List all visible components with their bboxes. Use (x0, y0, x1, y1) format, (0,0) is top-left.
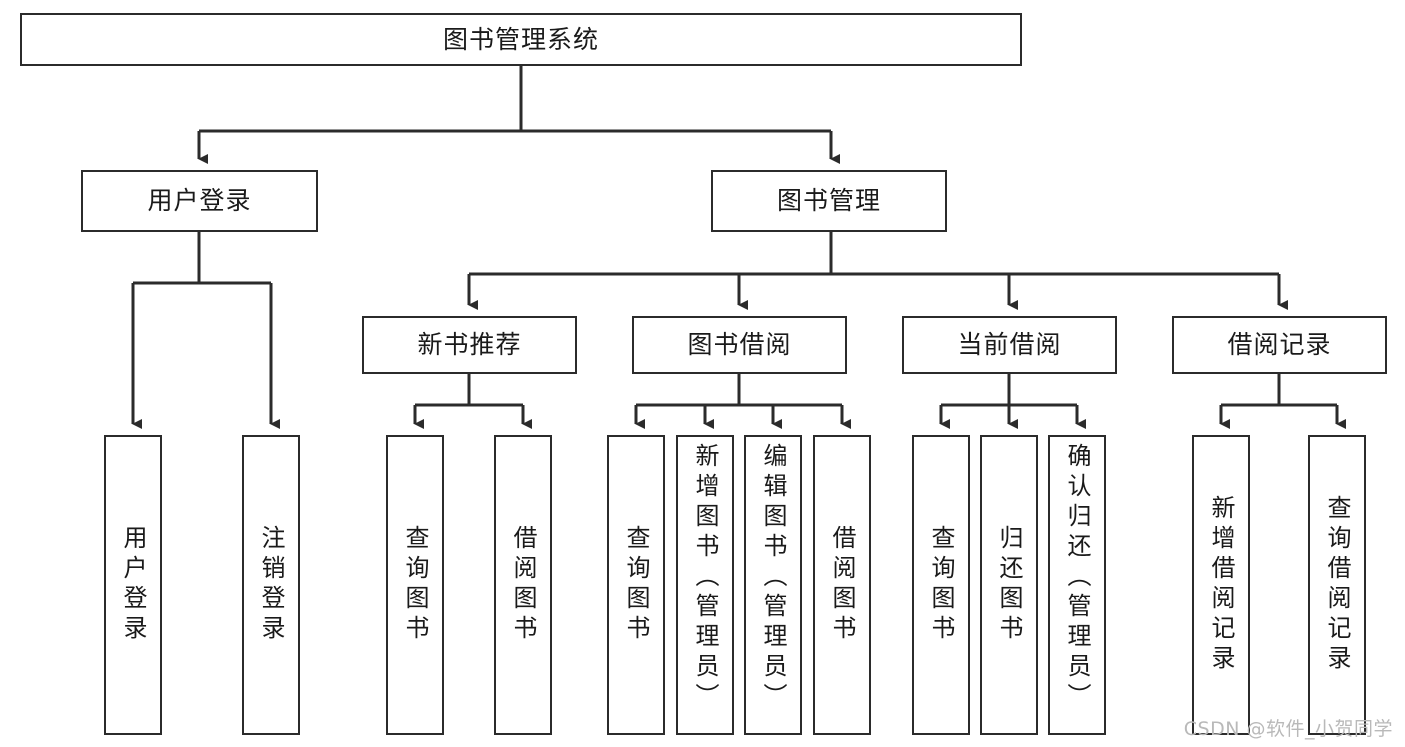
node-leaf-query-book-recommend[interactable]: 查询图书 (386, 435, 444, 735)
node-leaf-query-borrow-record[interactable]: 查询借阅记录 (1308, 435, 1366, 735)
node-leaf-query-book[interactable]: 查询图书 (607, 435, 665, 735)
node-leaf-borrow-book-recommend[interactable]: 借阅图书 (494, 435, 552, 735)
node-leaf-confirm-return-admin[interactable]: 确认归还（管理员） (1048, 435, 1106, 735)
node-leaf-return-book[interactable]: 归还图书 (980, 435, 1038, 735)
node-leaf-add-book-admin-label: 新增图书（管理员） (691, 443, 719, 713)
node-leaf-return-book-label: 归还图书 (995, 525, 1023, 645)
node-leaf-add-borrow-record[interactable]: 新增借阅记录 (1192, 435, 1250, 735)
node-user-login-label: 用户登录 (147, 186, 252, 216)
node-leaf-confirm-return-admin-label: 确认归还（管理员） (1063, 443, 1091, 713)
node-leaf-query-book-current-label: 查询图书 (927, 525, 955, 645)
node-root-label: 图书管理系统 (442, 24, 599, 54)
node-leaf-logout[interactable]: 注销登录 (242, 435, 300, 735)
node-leaf-query-borrow-record-label: 查询借阅记录 (1323, 495, 1351, 675)
node-new-book-recommend[interactable]: 新书推荐 (362, 316, 577, 374)
node-book-borrow-label: 图书借阅 (687, 330, 792, 360)
node-leaf-edit-book-admin[interactable]: 编辑图书（管理员） (744, 435, 802, 735)
node-book-borrow[interactable]: 图书借阅 (632, 316, 847, 374)
node-leaf-edit-book-admin-label: 编辑图书（管理员） (759, 443, 787, 713)
node-leaf-query-book-current[interactable]: 查询图书 (912, 435, 970, 735)
node-leaf-user-login[interactable]: 用户登录 (104, 435, 162, 735)
node-current-borrow[interactable]: 当前借阅 (902, 316, 1117, 374)
node-leaf-logout-label: 注销登录 (257, 525, 285, 645)
node-borrow-record-label: 借阅记录 (1227, 330, 1332, 360)
node-book-management[interactable]: 图书管理 (711, 170, 947, 232)
node-leaf-add-borrow-record-label: 新增借阅记录 (1207, 495, 1235, 675)
node-borrow-record[interactable]: 借阅记录 (1172, 316, 1387, 374)
node-new-book-recommend-label: 新书推荐 (417, 330, 522, 360)
node-leaf-borrow-book-recommend-label: 借阅图书 (509, 525, 537, 645)
node-leaf-borrow-book-label: 借阅图书 (828, 525, 856, 645)
node-current-borrow-label: 当前借阅 (957, 330, 1062, 360)
watermark: CSDN @软件_小贺同学 (1183, 718, 1393, 740)
node-book-management-label: 图书管理 (776, 186, 881, 216)
node-leaf-add-book-admin[interactable]: 新增图书（管理员） (676, 435, 734, 735)
node-leaf-borrow-book[interactable]: 借阅图书 (813, 435, 871, 735)
node-leaf-query-book-recommend-label: 查询图书 (401, 525, 429, 645)
node-root-book-management-system[interactable]: 图书管理系统 (20, 13, 1022, 66)
node-leaf-query-book-label: 查询图书 (622, 525, 650, 645)
node-user-login[interactable]: 用户登录 (81, 170, 318, 232)
node-leaf-user-login-label: 用户登录 (119, 525, 147, 645)
